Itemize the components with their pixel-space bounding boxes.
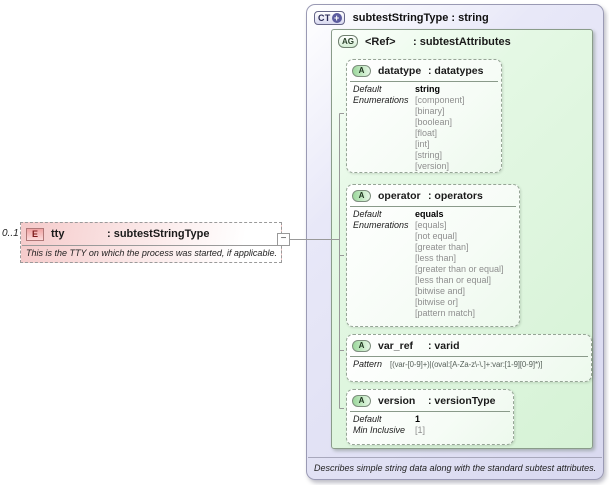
attribute-badge-icon: A <box>352 190 371 202</box>
complex-type-badge-icon: CT + <box>314 11 345 25</box>
fact-label: Enumerations <box>353 220 409 230</box>
complex-type-separator <box>308 457 602 458</box>
complex-type-header: CT + subtestStringType : string <box>314 11 489 25</box>
plus-icon: + <box>331 13 342 23</box>
complex-type-title: subtestStringType : string <box>352 12 489 24</box>
fact-value: [(var-[0-9]+)|(oval:[A-Za-z\-\.]+:var:[1… <box>390 360 543 369</box>
attribute-separator <box>350 81 498 82</box>
fact-value: 1 <box>415 414 421 424</box>
attribute-facts: Pattern [(var-[0-9]+)|(oval:[A-Za-z\-\.]+… <box>347 358 591 372</box>
fact-row: Pattern [(var-[0-9]+)|(oval:[A-Za-z\-\.]+… <box>353 359 589 370</box>
element-type: : subtestStringType <box>107 228 210 240</box>
fact-row: Default 1 <box>353 414 511 425</box>
attribute-group-type: : subtestAttributes <box>413 35 511 48</box>
element-annotation: This is the TTY on which the process was… <box>26 248 277 258</box>
attribute-name: version <box>378 395 416 407</box>
fact-value: equals <box>415 209 444 219</box>
complex-type-node[interactable]: CT + subtestStringType : string AG <Ref>… <box>306 4 604 480</box>
complex-type-annotation: Describes simple string data along with … <box>314 463 597 473</box>
attribute-separator <box>350 206 516 207</box>
fact-row: Default string <box>353 84 499 95</box>
fact-value: string <box>415 84 441 94</box>
fact-value: [equals][not equal][greater than][less t… <box>415 220 504 318</box>
attribute-separator <box>350 411 510 412</box>
collapse-toggle-icon[interactable]: − <box>277 233 290 246</box>
attribute-header: A datatype : datatypes <box>347 60 501 80</box>
fact-label: Min Inclusive <box>353 425 406 435</box>
fact-row: Default equals <box>353 209 517 220</box>
fact-label: Default <box>353 84 382 94</box>
attribute-group-header: AG <Ref> : subtestAttributes <box>338 35 511 48</box>
fact-row: Min Inclusive [1] <box>353 425 511 436</box>
attribute-type: : operators <box>428 190 483 202</box>
element-node-tty[interactable]: E tty : subtestStringType This is the TT… <box>20 222 282 263</box>
complex-type-badge-text: CT <box>318 13 331 23</box>
attribute-header: A var_ref : varid <box>347 335 591 355</box>
fact-label: Default <box>353 414 382 424</box>
attribute-group-node[interactable]: AG <Ref> : subtestAttributes A datatype … <box>331 29 593 449</box>
element-name: tty <box>51 228 65 240</box>
element-header: E tty : subtestStringType <box>21 223 281 244</box>
element-separator <box>22 245 280 246</box>
attribute-group-badge-icon: AG <box>338 35 358 48</box>
fact-row: Enumerations [equals][not equal][greater … <box>353 220 517 319</box>
attribute-separator <box>350 356 588 357</box>
fact-row: Enumerations [component][binary][boolean]… <box>353 95 499 172</box>
attribute-type: : varid <box>428 340 460 352</box>
attribute-header: A operator : operators <box>347 185 519 205</box>
attribute-node-var-ref[interactable]: A var_ref : varid Pattern [(var-[0-9]+)|(… <box>346 334 592 382</box>
fact-label: Default <box>353 209 382 219</box>
attribute-type: : versionType <box>428 395 496 407</box>
attribute-badge-icon: A <box>352 395 371 407</box>
attribute-header: A version : versionType <box>347 390 513 410</box>
attribute-name: var_ref <box>378 340 414 352</box>
fact-label: Enumerations <box>353 95 409 105</box>
attribute-group-name: <Ref> <box>365 35 396 48</box>
fact-value: [component][binary][boolean][float][int]… <box>415 95 465 171</box>
cardinality-label: 0..1 <box>2 228 19 239</box>
element-badge-icon: E <box>26 227 44 241</box>
attribute-badge-icon: A <box>352 340 371 352</box>
attribute-name: operator <box>378 190 421 202</box>
attribute-name: datatype <box>378 65 422 77</box>
attribute-type: : datatypes <box>428 65 484 77</box>
fact-label: Pattern <box>353 359 383 369</box>
fact-value: [1] <box>415 425 426 435</box>
attribute-badge-icon: A <box>352 65 371 77</box>
